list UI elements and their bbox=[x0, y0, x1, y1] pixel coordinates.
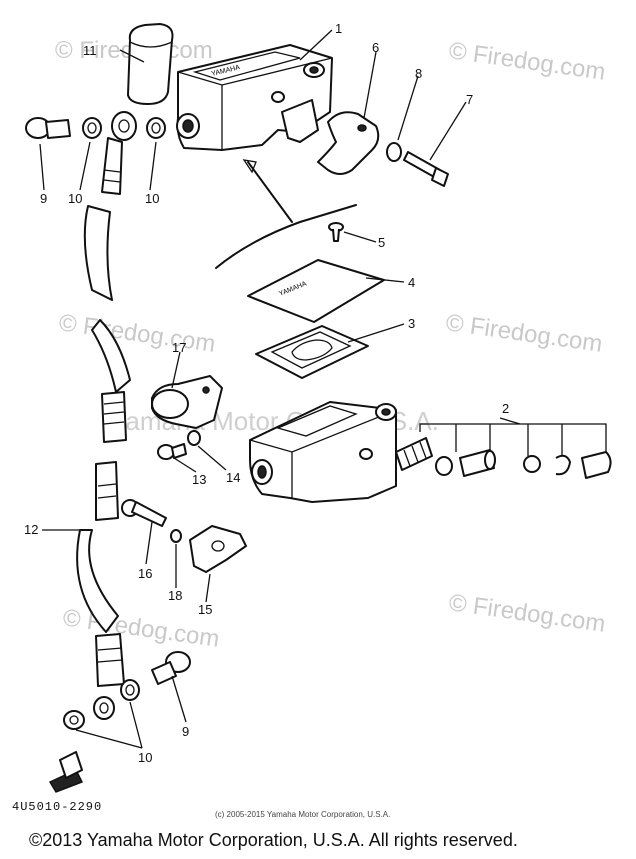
part-14-washer bbox=[187, 430, 201, 446]
callout-14: 14 bbox=[226, 470, 240, 485]
callout-17: 16 bbox=[138, 566, 152, 581]
callout-labels: 11 1 6 8 7 5 4 3 2 9 10 10 17 13 14 12 1… bbox=[24, 21, 509, 765]
brake-hose-upper bbox=[83, 111, 137, 443]
watermark-top-right: © Firedog.com bbox=[447, 37, 607, 86]
callout-6: 6 bbox=[372, 40, 379, 55]
part-3-diaphragm bbox=[255, 325, 369, 379]
part-6-clamp bbox=[317, 111, 380, 175]
callout-16: 15 bbox=[198, 602, 212, 617]
part-18-washer bbox=[170, 529, 182, 543]
copyright-footer: ©2013 Yamaha Motor Corporation, U.S.A. A… bbox=[29, 830, 518, 850]
callout-5: 5 bbox=[378, 235, 385, 250]
part-11-boot bbox=[127, 23, 174, 105]
front-direction-icon bbox=[48, 751, 84, 793]
callout-7: 7 bbox=[466, 92, 473, 107]
leader-lines bbox=[39, 29, 467, 749]
part-10-washer-top-b bbox=[146, 117, 166, 139]
callout-8: 8 bbox=[415, 66, 422, 81]
part-16-holder bbox=[189, 525, 247, 573]
brake-hose-lower bbox=[76, 461, 125, 720]
callout-10-bottom: 10 bbox=[138, 750, 152, 765]
part-4-cover: YAMAHA bbox=[247, 259, 385, 323]
guide-lines bbox=[215, 159, 357, 269]
part-13-bolt bbox=[157, 443, 187, 460]
part-10-washer-bottom-a bbox=[63, 710, 85, 730]
callout-18: 18 bbox=[168, 588, 182, 603]
part-code: 4U5010-2290 bbox=[12, 800, 103, 814]
watermark-mid-right: © Firedog.com bbox=[444, 309, 604, 358]
callout-10-top-a: 10 bbox=[68, 191, 82, 206]
watermark-bottom-right: © Firedog.com bbox=[447, 589, 607, 638]
callout-15: 17 bbox=[172, 340, 186, 355]
part-1-master-cylinder: YAMAHA bbox=[176, 44, 333, 151]
callout-11: 11 bbox=[83, 43, 97, 58]
callout-9-bottom: 9 bbox=[182, 724, 189, 739]
part-17-bolt bbox=[121, 499, 167, 527]
callout-9-top: 9 bbox=[40, 191, 47, 206]
part-9-banjo-bolt-bottom bbox=[151, 651, 191, 685]
part-2-cylinder-body bbox=[249, 401, 397, 503]
callout-1: 1 bbox=[335, 21, 342, 36]
callout-12: 12 bbox=[24, 522, 38, 537]
part-15-bracket bbox=[151, 375, 223, 429]
callout-2: 2 bbox=[502, 401, 509, 416]
part-9-banjo-bolt-top bbox=[25, 117, 71, 139]
callout-4: 4 bbox=[408, 275, 415, 290]
small-copyright: (c) 2005-2015 Yamaha Motor Corporation, … bbox=[215, 810, 391, 819]
part-10-washer-top-a bbox=[82, 117, 102, 139]
callout-10-top-b: 10 bbox=[145, 191, 159, 206]
part-5-screw bbox=[328, 222, 344, 242]
part-7-bolt bbox=[403, 151, 449, 187]
part-10-washer-bottom-b bbox=[120, 679, 140, 701]
callout-3: 3 bbox=[408, 316, 415, 331]
part-8-washer bbox=[386, 142, 402, 162]
watermark-mid-left: © Firedog.com bbox=[57, 309, 217, 358]
callout-13: 13 bbox=[192, 472, 206, 487]
part-2-piston-kit bbox=[395, 417, 612, 479]
